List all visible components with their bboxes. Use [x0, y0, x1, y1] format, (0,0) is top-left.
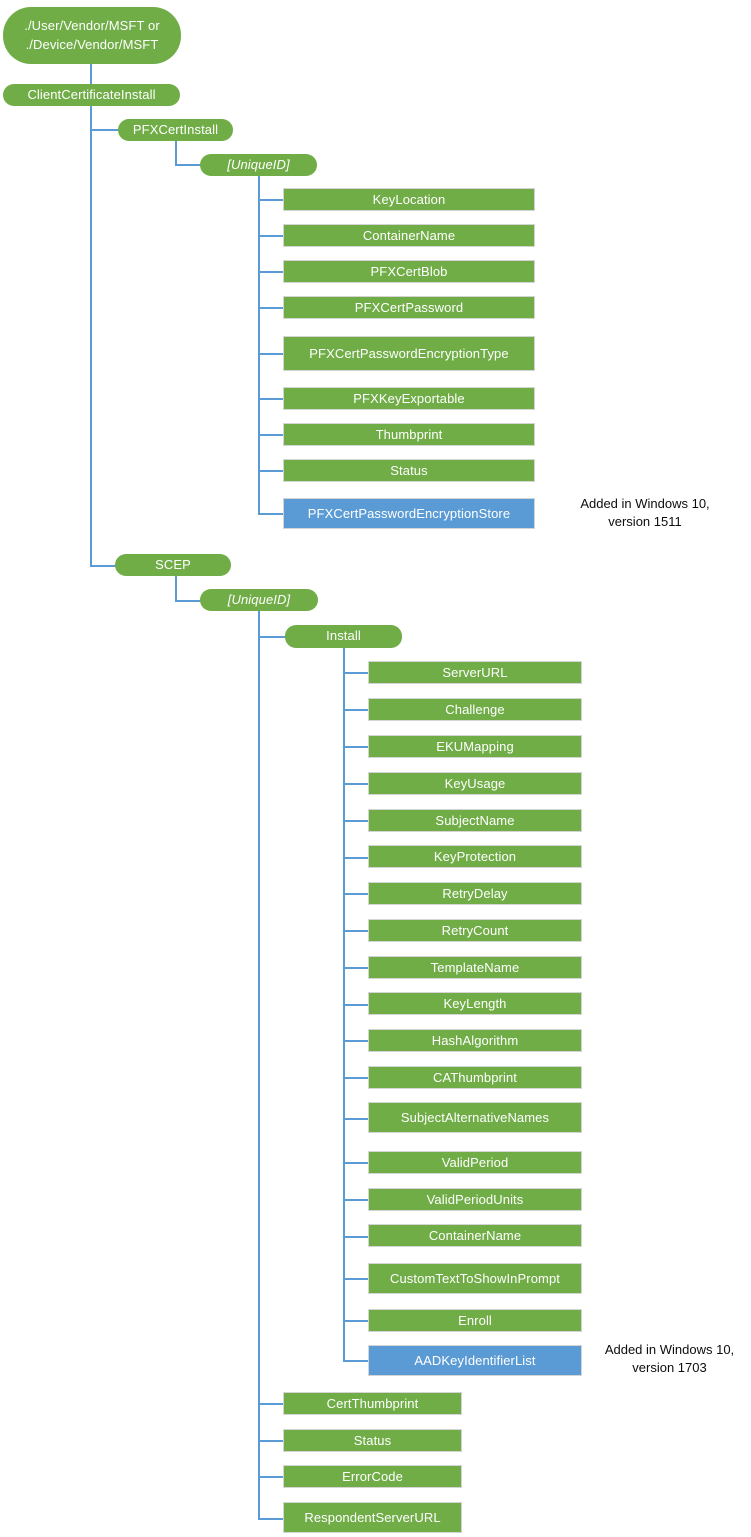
annotation-added-1511: Added in Windows 10, version 1511: [580, 496, 710, 529]
connector-install-leaf-19: [343, 1360, 370, 1362]
connector-level1-to-pfxcertinstall: [90, 129, 120, 131]
connector-uniqueid1-spine: [258, 175, 260, 514]
node-eku-mapping[interactable]: EKUMapping: [368, 735, 582, 758]
connector-scep-to-uniqueid: [175, 600, 202, 602]
node-template-name[interactable]: TemplateName: [368, 956, 582, 979]
node-cert-thumbprint[interactable]: CertThumbprint: [283, 1392, 462, 1415]
node-client-certificate-install[interactable]: ClientCertificateInstall: [3, 84, 180, 106]
node-pfx-key-exportable[interactable]: PFXKeyExportable: [283, 387, 535, 410]
node-ca-thumbprint[interactable]: CAThumbprint: [368, 1066, 582, 1089]
node-container-name-scep[interactable]: ContainerName: [368, 1224, 582, 1247]
node-key-usage[interactable]: KeyUsage: [368, 772, 582, 795]
connector-install-leaf-11: [343, 1040, 370, 1042]
connector-root-to-level1: [90, 63, 92, 85]
node-valid-period-units[interactable]: ValidPeriodUnits: [368, 1188, 582, 1211]
connector-install-leaf-10: [343, 1004, 370, 1006]
connector-uniqueid1-leaf-9: [258, 513, 285, 515]
node-pfx-unique-id[interactable]: [UniqueID]: [200, 154, 317, 176]
node-root[interactable]: ./User/Vendor/MSFT or ./Device/Vendor/MS…: [3, 7, 181, 64]
node-subject-name[interactable]: SubjectName: [368, 809, 582, 832]
connector-uniqueid1-leaf-8: [258, 470, 285, 472]
connector-install-leaf-5: [343, 820, 370, 822]
node-aad-key-identifier-list[interactable]: AADKeyIdentifierList: [368, 1345, 582, 1376]
node-pfx-cert-install[interactable]: PFXCertInstall: [118, 119, 233, 141]
node-thumbprint[interactable]: Thumbprint: [283, 423, 535, 446]
connector-install-leaf-14: [343, 1162, 370, 1164]
node-challenge[interactable]: Challenge: [368, 698, 582, 721]
node-container-name[interactable]: ContainerName: [283, 224, 535, 247]
node-respondent-server-url[interactable]: RespondentServerURL: [283, 1502, 462, 1533]
node-key-protection[interactable]: KeyProtection: [368, 845, 582, 868]
node-scep[interactable]: SCEP: [115, 554, 231, 576]
connector-uniqueid1-leaf-5: [258, 353, 285, 355]
connector-install-leaf-16: [343, 1236, 370, 1238]
connector-install-leaf-7: [343, 893, 370, 895]
node-pfx-cert-password-encryption-type[interactable]: PFXCertPasswordEncryptionType: [283, 336, 535, 371]
connector-level1-to-scep: [90, 565, 118, 567]
connector-install-leaf-3: [343, 746, 370, 748]
node-key-length[interactable]: KeyLength: [368, 992, 582, 1015]
connector-uniqueid1-leaf-1: [258, 199, 285, 201]
connector-uniqueid2-leaf-3: [258, 1476, 285, 1478]
node-server-url[interactable]: ServerURL: [368, 661, 582, 684]
node-hash-algorithm[interactable]: HashAlgorithm: [368, 1029, 582, 1052]
connector-install-leaf-9: [343, 967, 370, 969]
connector-install-leaf-12: [343, 1077, 370, 1079]
connector-uniqueid1-leaf-7: [258, 434, 285, 436]
node-pfx-cert-password-encryption-store[interactable]: PFXCertPasswordEncryptionStore: [283, 498, 535, 529]
node-pfx-cert-password[interactable]: PFXCertPassword: [283, 296, 535, 319]
connector-uniqueid1-leaf-4: [258, 307, 285, 309]
node-retry-delay[interactable]: RetryDelay: [368, 882, 582, 905]
connector-install-leaf-13: [343, 1118, 370, 1120]
connector-install-leaf-8: [343, 930, 370, 932]
connector-pfxcertinstall-to-uniqueid: [175, 164, 202, 166]
connector-uniqueid2-leaf-2: [258, 1440, 285, 1442]
node-scep-unique-id[interactable]: [UniqueID]: [200, 589, 318, 611]
connector-scep-spine: [175, 576, 177, 601]
node-error-code[interactable]: ErrorCode: [283, 1465, 462, 1488]
connector-install-leaf-15: [343, 1199, 370, 1201]
connector-uniqueid2-spine: [258, 611, 260, 1519]
node-custom-text-to-show-in-prompt[interactable]: CustomTextToShowInPrompt: [368, 1263, 582, 1294]
connector-install-leaf-6: [343, 857, 370, 859]
node-status-pfx[interactable]: Status: [283, 459, 535, 482]
connector-uniqueid1-leaf-6: [258, 398, 285, 400]
node-key-location[interactable]: KeyLocation: [283, 188, 535, 211]
node-enroll[interactable]: Enroll: [368, 1309, 582, 1332]
connector-uniqueid2-to-install: [258, 636, 286, 638]
node-valid-period[interactable]: ValidPeriod: [368, 1151, 582, 1174]
connector-level1-spine: [90, 105, 92, 566]
connector-install-leaf-17: [343, 1278, 370, 1280]
connector-install-leaf-18: [343, 1320, 370, 1322]
connector-pfxcertinstall-spine: [175, 140, 177, 165]
node-status-scep[interactable]: Status: [283, 1429, 462, 1452]
annotation-added-1703: Added in Windows 10, version 1703: [604, 1342, 735, 1375]
node-pfx-cert-blob[interactable]: PFXCertBlob: [283, 260, 535, 283]
connector-uniqueid2-leaf-1: [258, 1403, 285, 1405]
connector-install-leaf-2: [343, 709, 370, 711]
connector-uniqueid1-leaf-2: [258, 235, 285, 237]
node-retry-count[interactable]: RetryCount: [368, 919, 582, 942]
node-install[interactable]: Install: [285, 625, 402, 648]
connector-uniqueid1-leaf-3: [258, 271, 285, 273]
connector-install-leaf-1: [343, 672, 370, 674]
connector-uniqueid2-leaf-4: [258, 1518, 285, 1520]
node-subject-alternative-names[interactable]: SubjectAlternativeNames: [368, 1102, 582, 1133]
connector-install-leaf-4: [343, 783, 370, 785]
